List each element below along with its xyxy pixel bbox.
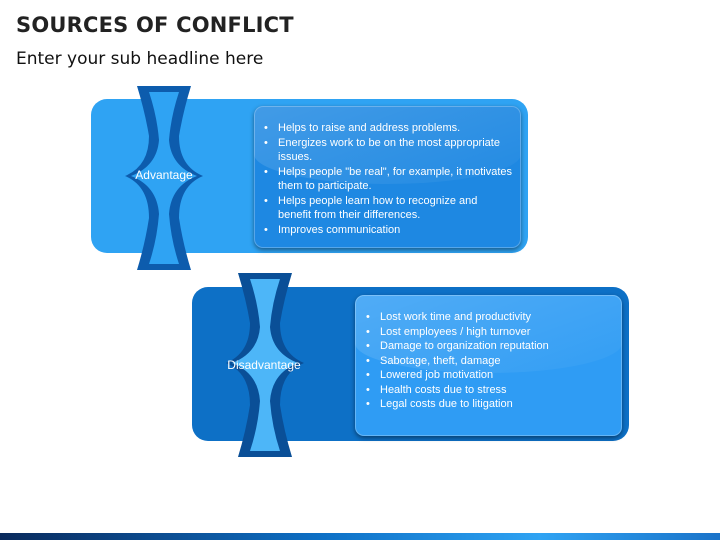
- disadvantage-item: Lowered job motivation: [366, 368, 614, 383]
- advantage-connector: [125, 86, 203, 270]
- disadvantage-connector-inner: [232, 279, 298, 451]
- page-subtitle: Enter your sub headline here: [16, 49, 264, 69]
- disadvantage-label: Disadvantage: [227, 358, 301, 372]
- advantage-list: Helps to raise and address problems. Ene…: [264, 121, 513, 237]
- advantage-box: Helps to raise and address problems. Ene…: [254, 106, 521, 248]
- advantage-connector-inner: [131, 92, 197, 264]
- page-title: SOURCES OF CONFLICT: [16, 13, 294, 37]
- advantage-item: Energizes work to be on the most appropr…: [264, 136, 513, 165]
- disadvantage-list: Lost work time and productivity Lost emp…: [366, 310, 614, 412]
- advantage-item: Helps people learn how to recognize and …: [264, 194, 513, 223]
- disadvantage-item: Health costs due to stress: [366, 383, 614, 398]
- advantage-label: Advantage: [135, 168, 193, 182]
- disadvantage-box: Lost work time and productivity Lost emp…: [355, 295, 622, 436]
- disadvantage-item: Lost employees / high turnover: [366, 325, 614, 340]
- advantage-item: Helps to raise and address problems.: [264, 121, 513, 136]
- disadvantage-item: Sabotage, theft, damage: [366, 354, 614, 369]
- advantage-item: Improves communication: [264, 223, 513, 238]
- disadvantage-item: Legal costs due to litigation: [366, 397, 614, 412]
- disadvantage-item: Damage to organization reputation: [366, 339, 614, 354]
- disadvantage-item: Lost work time and productivity: [366, 310, 614, 325]
- footer-bar: [0, 533, 720, 540]
- advantage-item: Helps people "be real", for example, it …: [264, 165, 513, 194]
- disadvantage-connector: [226, 273, 304, 457]
